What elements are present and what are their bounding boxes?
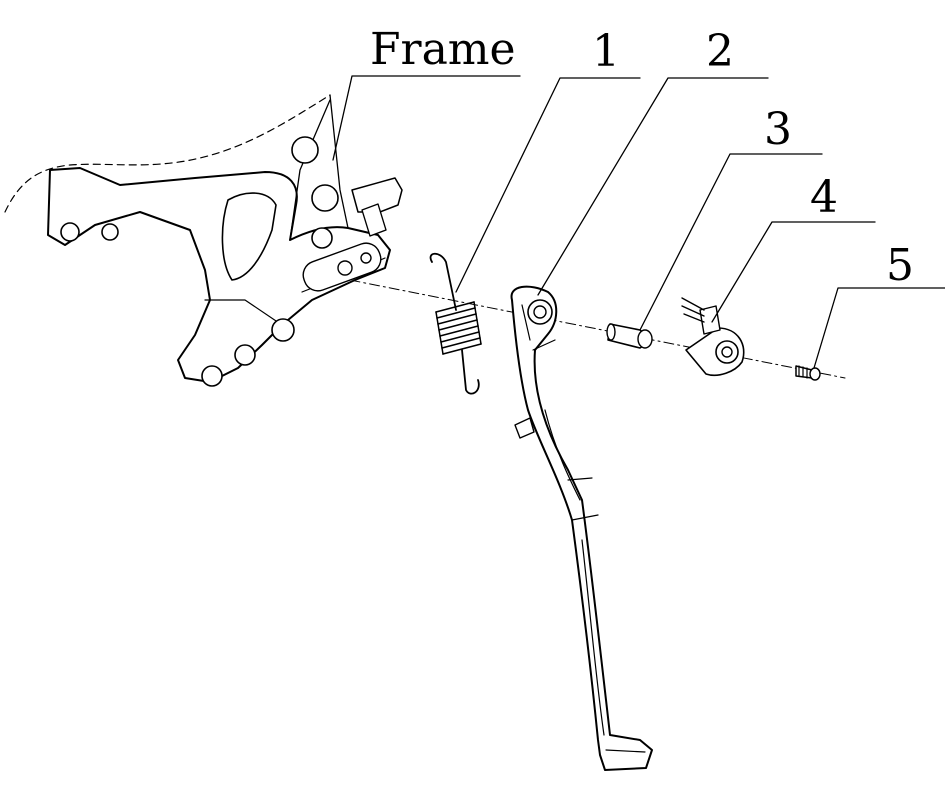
part-5-label: 5 [886,240,914,291]
part-3-label: 3 [764,104,792,155]
leader-lines [332,75,945,369]
assembly-axis [349,279,846,379]
frame-outline [4,94,331,213]
part-4-label: 4 [810,172,838,223]
spring [429,252,482,395]
screw [795,365,821,381]
part-2-label: 2 [706,26,734,77]
frame-label: Frame [370,24,516,75]
frame-bracket [47,94,403,387]
side-stand-switch [681,297,745,377]
side-stand [510,285,653,771]
pivot-bolt [606,323,653,349]
part-1-label: 1 [592,26,620,77]
